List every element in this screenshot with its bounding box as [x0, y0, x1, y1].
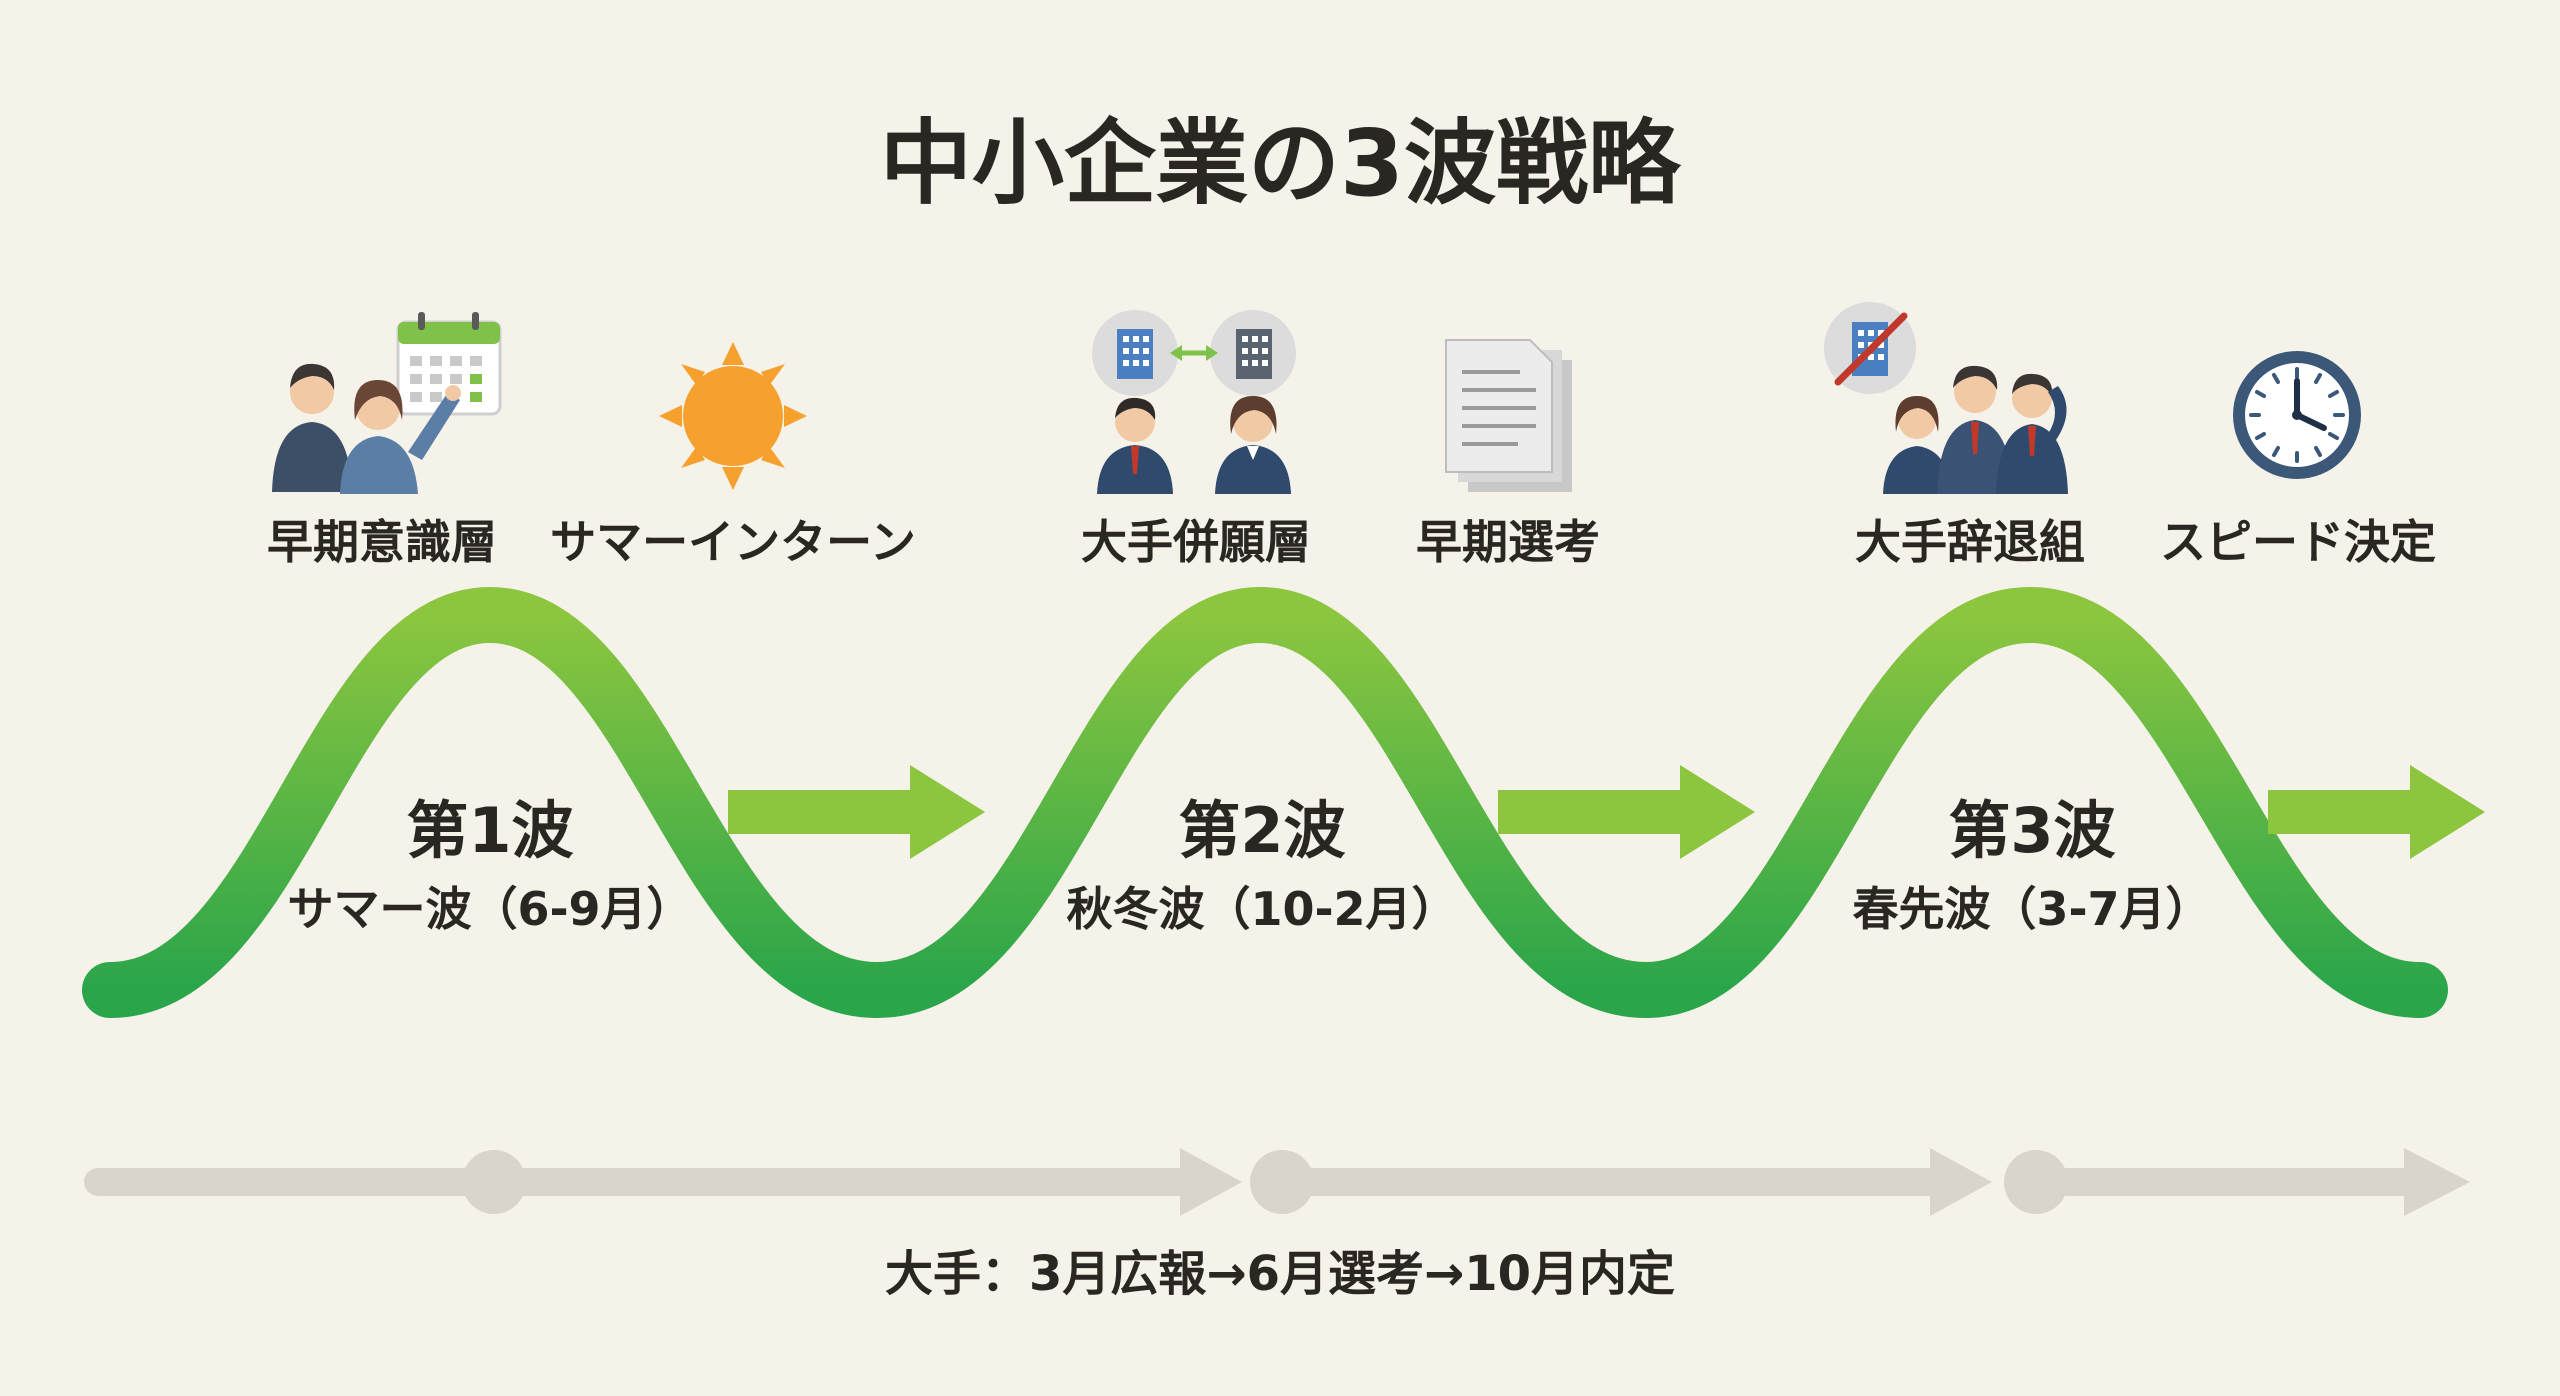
wave-3-subtitle: 春先波（3-7月）: [1852, 882, 2211, 936]
wave-3-name: 第3波: [1948, 794, 2115, 867]
crossed-building-people-icon: [1824, 302, 2068, 494]
wave-curve: [82, 586, 2448, 1019]
timeline-node-1: [462, 1150, 526, 1214]
documents-icon: [1445, 339, 1572, 492]
timeline-caption: 大手：3月広報→6月選考→10月内定: [885, 1246, 1675, 1302]
item-label-major-decliners: 大手辞退組: [1855, 515, 2085, 569]
timeline-node-2: [1250, 1150, 1314, 1214]
wave-1-subtitle: サマー波（6-9月）: [287, 882, 692, 936]
wave-2-name: 第2波: [1178, 794, 1345, 867]
item-label-speed-decision: スピード決定: [2160, 515, 2436, 569]
item-label-early-aware: 早期意識層: [267, 515, 497, 569]
wave-arrow-3: [2268, 765, 2485, 859]
wave-2-subtitle: 秋冬波（10-2月）: [1066, 882, 1457, 936]
wave-arrow-2: [1498, 765, 1755, 859]
two-buildings-applicants-icon: [1092, 310, 1296, 494]
people-calendar-icon: [272, 312, 502, 494]
item-label-summer-intern: サマーインターン: [550, 515, 916, 569]
sun-icon: [659, 342, 807, 490]
item-label-early-selection: 早期選考: [1416, 515, 1600, 569]
wave-arrow-1: [728, 765, 985, 859]
wave-1-name: 第1波: [406, 794, 573, 867]
item-label-major-parallel: 大手併願層: [1081, 515, 1311, 569]
major-companies-timeline: [84, 1148, 2470, 1216]
page-title: 中小企業の3波戦略: [880, 110, 1682, 217]
clock-icon: [2233, 351, 2361, 479]
timeline-node-3: [2004, 1150, 2068, 1214]
